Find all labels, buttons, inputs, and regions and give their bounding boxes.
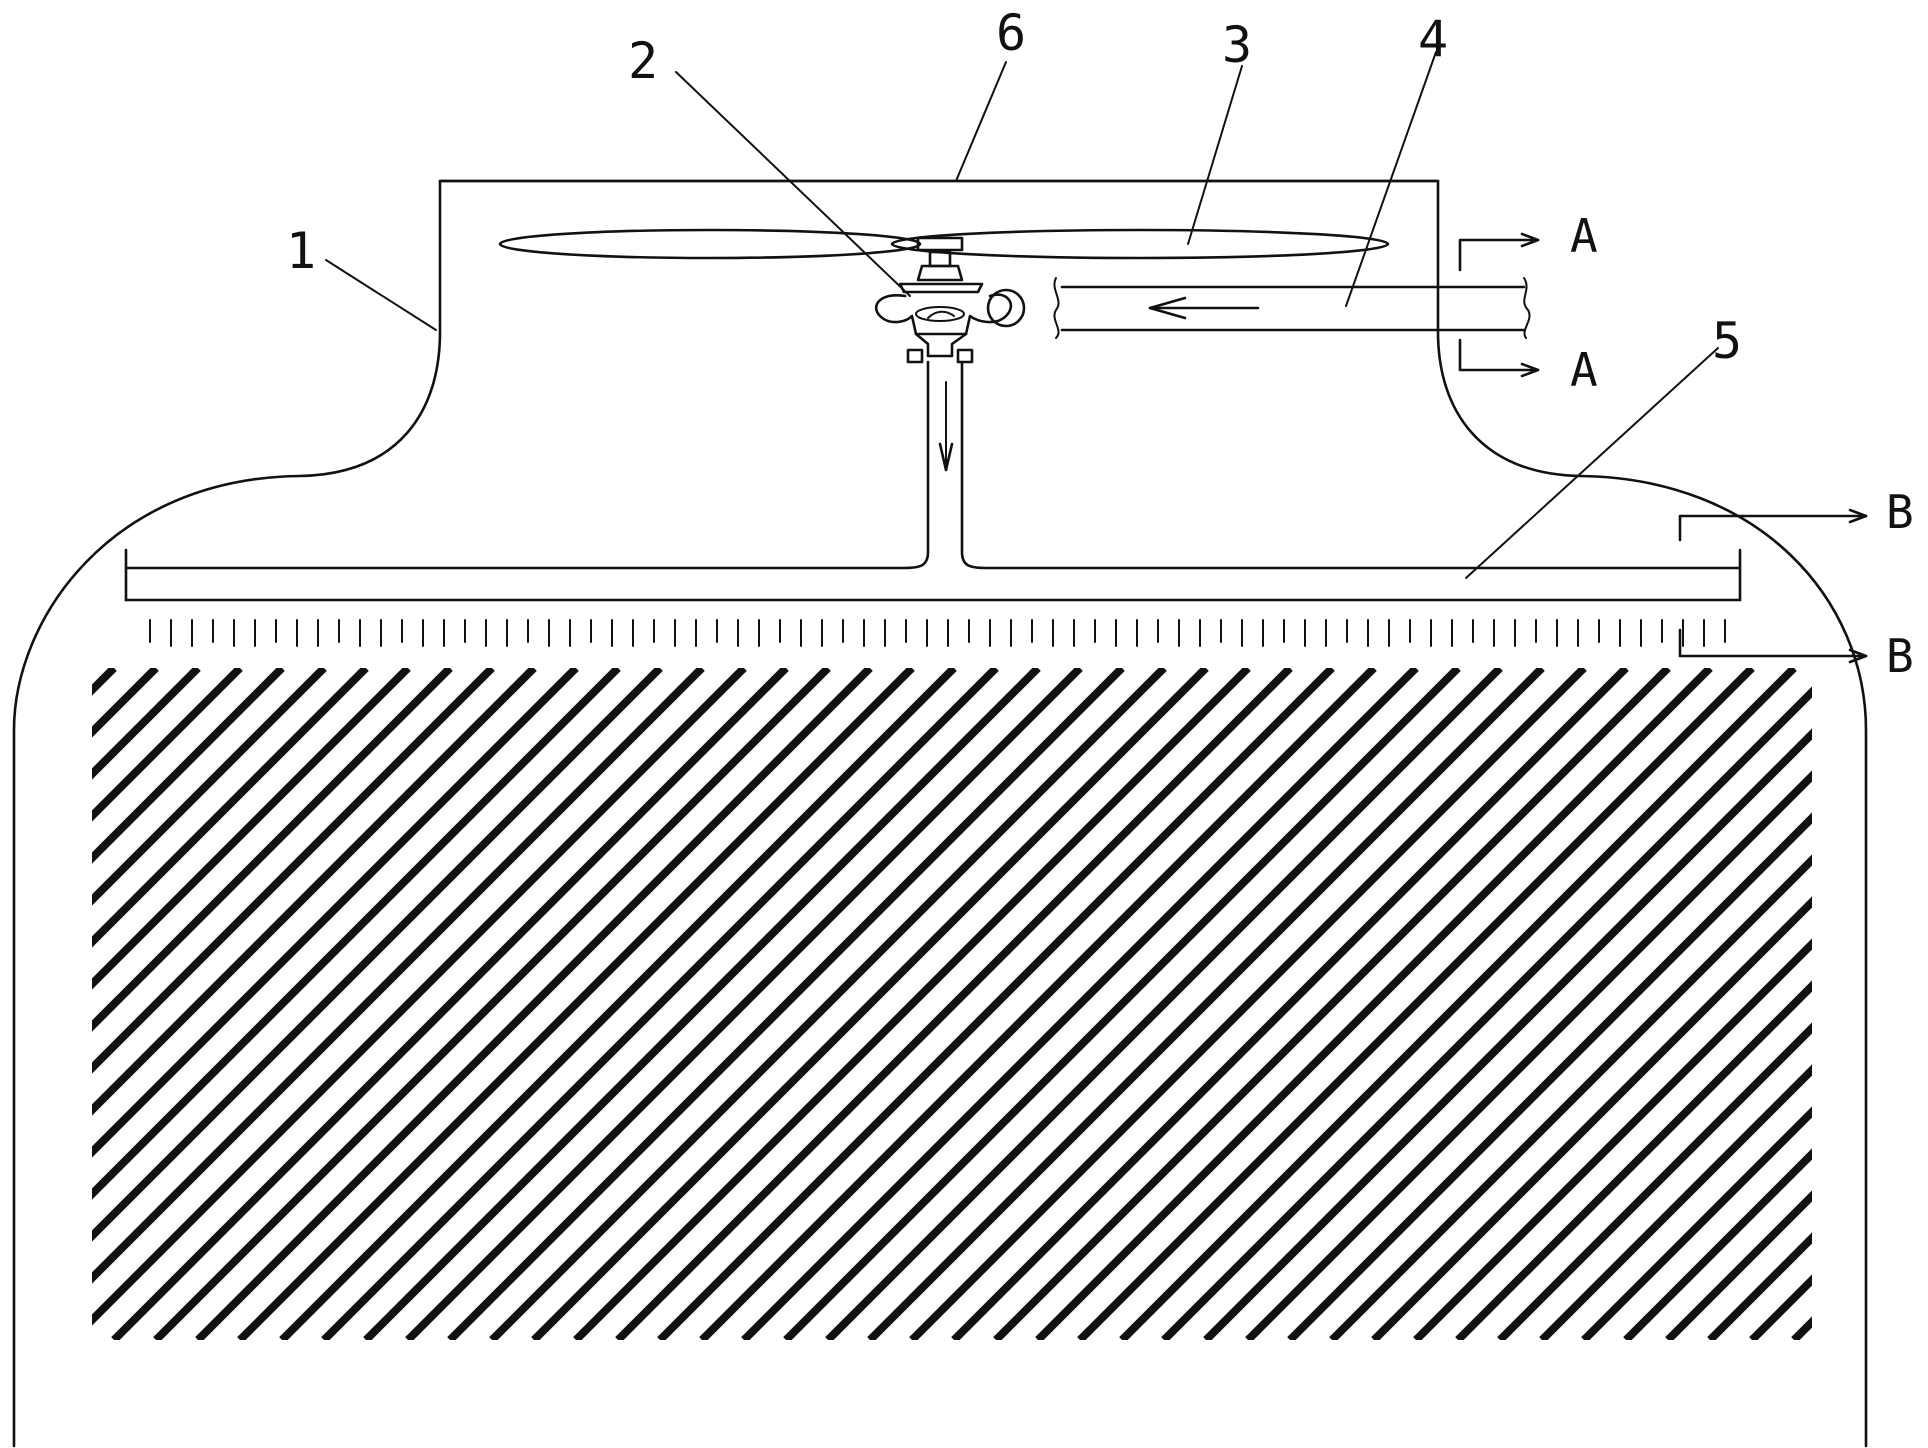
fill-hatch-line <box>0 668 72 1340</box>
fill-hatch-line <box>828 668 1500 1340</box>
section-b-markers: B B <box>1680 485 1914 683</box>
section-a-markers: A A <box>1460 209 1598 397</box>
label-inlet-pipe: 4 <box>1418 10 1448 68</box>
fill-hatch-line <box>0 668 324 1340</box>
fan <box>500 230 1388 258</box>
fill-hatch-line <box>1248 668 1920 1340</box>
sprinkler-head <box>876 252 1024 362</box>
fill-hatch-line <box>1794 668 1928 1340</box>
fill-hatch-line <box>156 668 828 1340</box>
fill-hatch-line <box>786 668 1458 1340</box>
fill-hatch-line <box>996 668 1668 1340</box>
fill-hatch-line <box>744 668 1416 1340</box>
section-a-bottom-label: A <box>1570 343 1598 397</box>
fill-hatch-line <box>0 668 492 1340</box>
fill-hatch-line <box>912 668 1584 1340</box>
fill-hatch-line <box>534 668 1206 1340</box>
part-labels: 1 2 3 4 5 6 <box>286 4 1742 370</box>
fill-hatch-line <box>870 668 1542 1340</box>
fill-hatch-line <box>576 668 1248 1340</box>
fill-hatch-line <box>1164 668 1836 1340</box>
fill-hatch-line <box>282 668 954 1340</box>
fill-packing <box>0 668 1928 1340</box>
fill-hatch-line <box>1080 668 1752 1340</box>
fill-hatch-line <box>1710 668 1928 1340</box>
fill-hatch-line <box>198 668 870 1340</box>
fill-hatch-line <box>1122 668 1794 1340</box>
fill-hatch-line <box>30 668 702 1340</box>
nozzle-row <box>150 620 1725 646</box>
fill-hatch-line <box>1206 668 1878 1340</box>
fill-hatch-line <box>660 668 1332 1340</box>
label-casing: 1 <box>286 222 316 280</box>
fill-hatch-line <box>1836 668 1928 1340</box>
fill-hatch-line <box>0 668 240 1340</box>
fill-hatch-line <box>324 668 996 1340</box>
fill-hatch-line <box>1038 668 1710 1340</box>
inlet-pipe <box>1054 278 1529 338</box>
fill-hatch-line <box>114 668 786 1340</box>
water-distributor <box>126 550 1740 646</box>
fill-hatch-line <box>240 668 912 1340</box>
fill-hatch-line <box>408 668 1080 1340</box>
fill-hatch-line <box>954 668 1626 1340</box>
label-fan-cover: 6 <box>996 4 1026 62</box>
fill-hatch-line <box>702 668 1374 1340</box>
section-b-bottom-label: B <box>1886 629 1914 683</box>
fill-hatch-line <box>450 668 1122 1340</box>
fill-hatch-line <box>492 668 1164 1340</box>
fan-blade-right <box>892 230 1388 258</box>
section-b-top-label: B <box>1886 485 1914 539</box>
fill-hatch-line <box>1878 668 1928 1340</box>
fan-hub <box>918 238 962 250</box>
down-pipe <box>126 362 1740 568</box>
label-sprinkler: 2 <box>628 32 658 90</box>
fill-hatch-line <box>618 668 1290 1340</box>
fill-hatch-line <box>366 668 1038 1340</box>
label-distributor: 5 <box>1712 312 1742 370</box>
fill-hatch-line <box>72 668 744 1340</box>
label-fan: 3 <box>1222 16 1252 74</box>
section-a-top-label: A <box>1570 209 1598 263</box>
